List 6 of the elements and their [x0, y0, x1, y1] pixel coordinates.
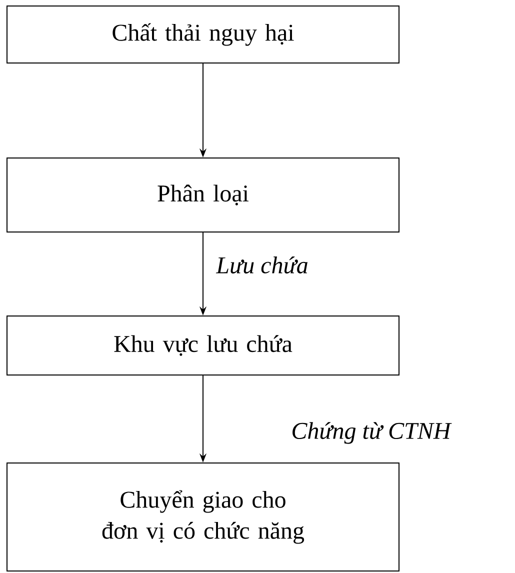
process-box: Chất thải nguy hại: [6, 6, 400, 64]
process-box: Chuyển giao cho đơn vị có chức năng: [6, 462, 400, 572]
edge-label: Chứng từ CTNH: [292, 422, 452, 444]
process-box: Phân loại: [6, 158, 400, 232]
edge-label: Lưu chứa: [216, 256, 308, 274]
process-box: Khu vực lưu chứa: [6, 316, 400, 376]
